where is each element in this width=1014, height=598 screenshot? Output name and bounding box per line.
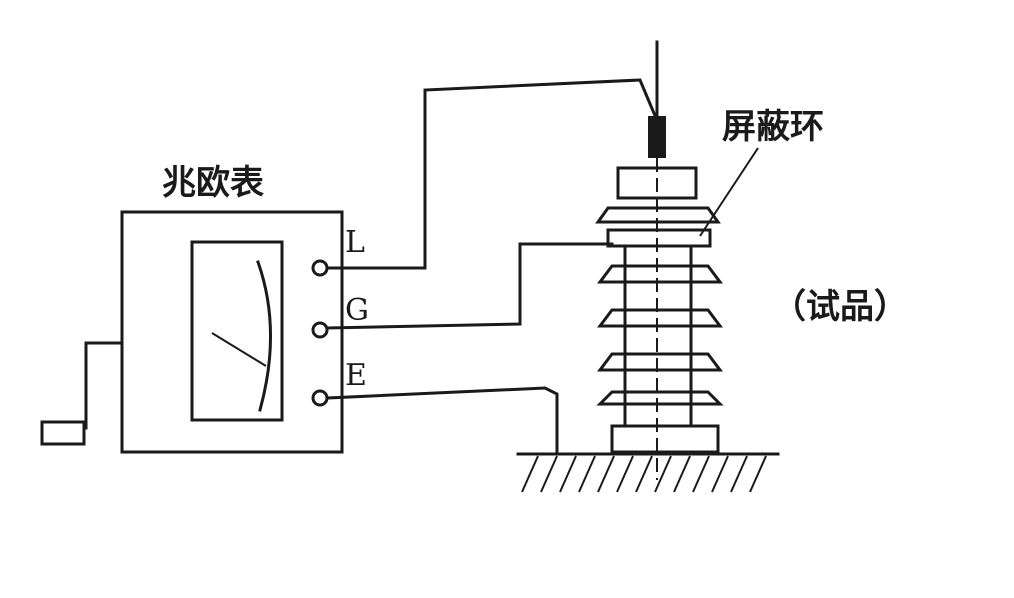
wires (325, 78, 658, 454)
ground-hatch-line (692, 455, 710, 493)
terminal-g-post (311, 321, 329, 339)
specimen-label: （试品） (772, 287, 908, 327)
wire-e (325, 386, 559, 454)
wire-l (325, 78, 658, 270)
terminal-e-label: E (345, 358, 367, 393)
terminal-l-post (311, 259, 329, 277)
insulator-base (610, 424, 720, 454)
ground-hatch-line (540, 455, 558, 493)
megohmmeter (40, 210, 344, 454)
meter-dial-window (190, 240, 284, 422)
ground-hatching (521, 455, 767, 493)
shed-3 (597, 308, 723, 328)
megohmmeter-label: 兆欧表 (162, 163, 264, 203)
shed-4 (597, 352, 723, 372)
terminals (311, 259, 329, 407)
ground-hatch-line (616, 455, 634, 493)
insulator-specimen (595, 40, 724, 480)
terminal-e-post (311, 389, 329, 407)
top-cap (648, 116, 666, 158)
shield-ring-label: 屏蔽环 (722, 107, 824, 147)
ground-hatch-line (635, 455, 653, 493)
ground (516, 452, 780, 493)
shed-5 (596, 390, 724, 406)
ground-hatch-line (711, 455, 729, 493)
ground-hatch-line (597, 455, 615, 493)
ground-hatch-line (521, 455, 539, 493)
megohmmeter-case (120, 210, 344, 454)
shield-ring-band (606, 228, 712, 248)
meter-needle (211, 332, 267, 367)
terminal-l-label: L (345, 225, 365, 260)
ground-hatch-line (578, 455, 596, 493)
crank-arm (84, 341, 124, 430)
ground-hatch-line (673, 455, 691, 493)
ground-hatch-line (730, 455, 748, 493)
crank-handle (40, 420, 86, 446)
wire-g (325, 242, 614, 330)
shield-ring-leader (699, 147, 759, 237)
shed-1 (595, 206, 721, 224)
shed-2 (597, 264, 723, 284)
ground-hatch-line (749, 455, 767, 493)
ground-hatch-line (559, 455, 577, 493)
terminal-g-label: G (345, 293, 369, 328)
meter-scale-arc (256, 260, 273, 412)
ground-hatch-line (654, 455, 672, 493)
